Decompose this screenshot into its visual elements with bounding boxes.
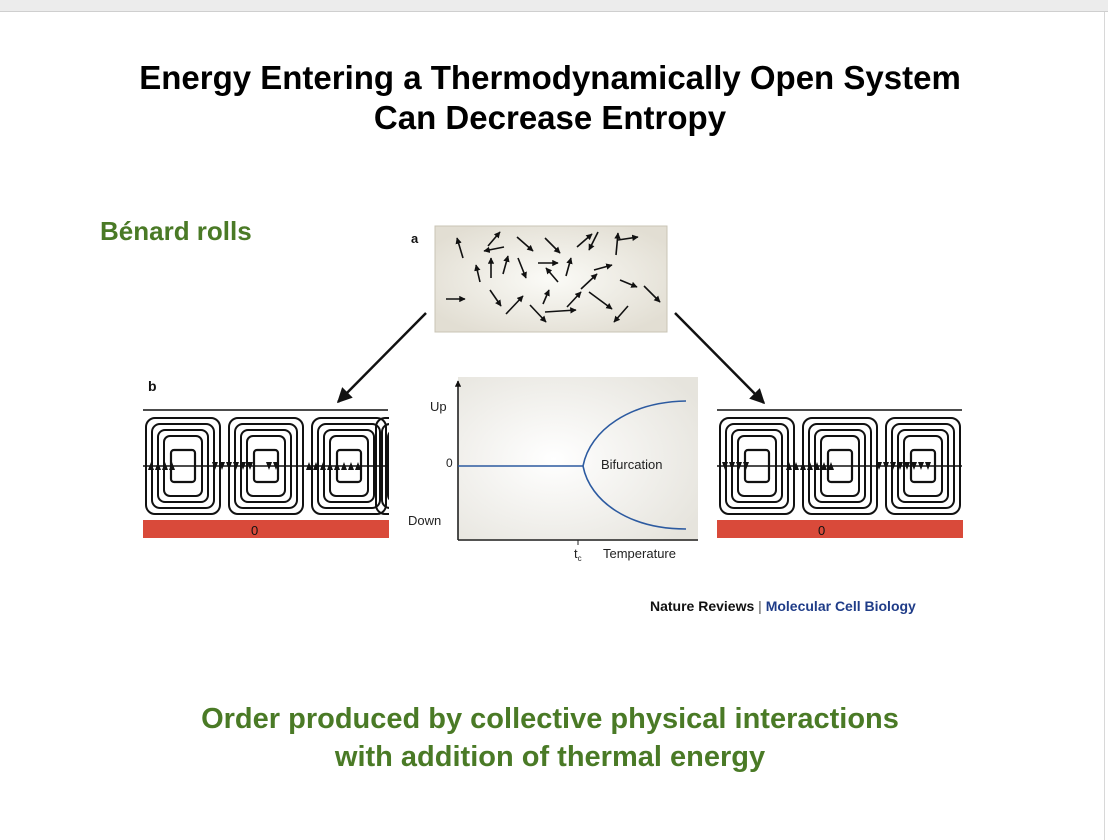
window-right-edge [1104, 12, 1105, 840]
right-convection-rolls: 0 [717, 409, 963, 538]
random-motion-panel [434, 225, 668, 333]
panel-b-label: b [148, 378, 157, 394]
arrow-to-right-rolls [674, 312, 766, 405]
slide-title-line-1: Energy Entering a Thermodynamically Open… [139, 59, 961, 96]
slide-caption-line-2: with addition of thermal energy [334, 741, 766, 773]
panel-a-label: a [411, 231, 419, 246]
left-convection-rolls: 0 [143, 409, 389, 538]
y-label-zero: 0 [446, 456, 453, 470]
y-label-up: Up [430, 399, 447, 414]
x-label-tc: tc [574, 546, 582, 563]
benard-rolls-label: Bénard rolls [100, 216, 252, 246]
slide-title: Energy Entering a Thermodynamically Open… [0, 58, 1100, 138]
upper-branch [582, 400, 687, 467]
y-label-down: Down [408, 513, 441, 528]
slide-caption: Order produced by collective physical in… [0, 700, 1100, 776]
left-heated-plate [143, 520, 389, 538]
arrow-to-left-rolls [336, 312, 427, 404]
right-plate-label: 0 [818, 523, 825, 538]
left-plate-label: 0 [251, 523, 258, 538]
bifurcation-label: Bifurcation [601, 457, 662, 472]
slide-title-line-2: Can Decrease Entropy [373, 99, 727, 136]
lower-branch [582, 465, 687, 530]
slide-caption-line-1: Order produced by collective physical in… [201, 703, 899, 735]
right-heated-plate [717, 520, 963, 538]
bifurcation-graph: Up 0 Down Bifurcation tc Temperature [408, 377, 698, 563]
random-motion-arrows [446, 231, 661, 323]
window-top-bar [0, 0, 1108, 12]
x-axis-label: Temperature [603, 546, 676, 561]
figure-credit: Nature Reviews | Molecular Cell Biology [650, 598, 916, 614]
